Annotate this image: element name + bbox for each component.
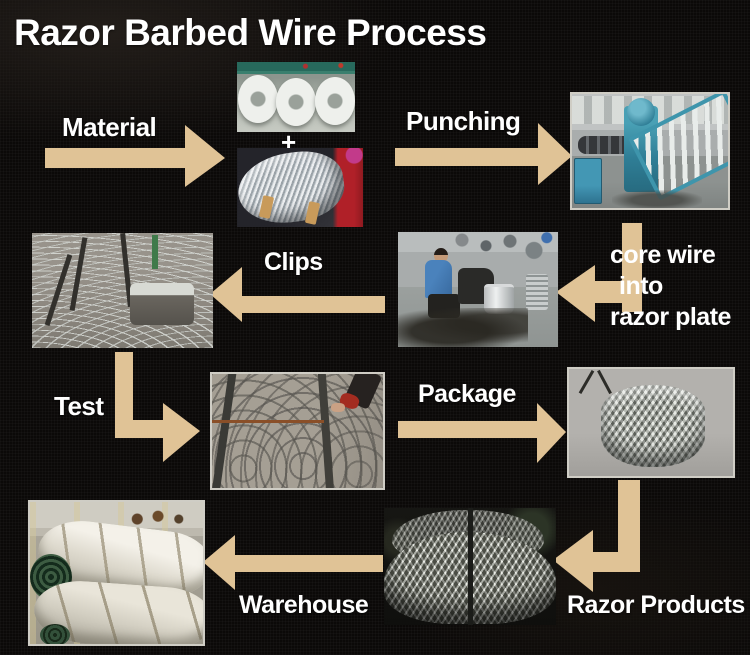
package-right-arrow-icon	[398, 403, 566, 463]
warehouse-left-arrow-icon	[203, 535, 383, 590]
core-wire-caption: core wire into razor plate	[610, 240, 731, 333]
core-wire-line: into	[619, 272, 663, 300]
test-elbow-arrow-icon	[115, 352, 200, 462]
arrow-shape	[210, 267, 385, 322]
warehouse-label: Warehouse	[239, 591, 369, 619]
arrow-shape	[115, 352, 200, 462]
photo-punching-machine	[570, 92, 730, 210]
arrow-shape	[395, 123, 572, 185]
package-label: Package	[418, 380, 516, 408]
material-right-arrow-icon	[45, 125, 225, 187]
worker-hand-shape	[331, 403, 345, 412]
razor-coil-shape	[601, 385, 705, 467]
punching-right-arrow-icon	[395, 123, 572, 185]
coil-strap-shape	[468, 508, 473, 625]
material-label: Material	[62, 112, 157, 142]
steel-coil-shape	[238, 75, 278, 123]
arrow-shape	[553, 480, 640, 592]
arrow-shape	[45, 125, 225, 187]
photo-steel-strip-coils	[237, 62, 355, 132]
mesh-machine-shape	[130, 283, 194, 325]
worker-head-shape	[434, 248, 448, 263]
floor-stain-shape	[398, 308, 528, 347]
core-wire-elbow-arrow-icon	[556, 223, 642, 322]
machine-cabinet-shape	[574, 158, 602, 204]
core-wire-line: razor plate	[610, 303, 731, 331]
punching-label: Punching	[406, 106, 521, 136]
wire-coil-shape	[237, 148, 349, 227]
clips-label: Clips	[264, 248, 323, 276]
floor-stain-shape	[612, 190, 702, 208]
arrow-shape	[398, 403, 566, 463]
photo-packaged-razor-coil	[567, 367, 735, 478]
products-elbow-arrow-icon	[553, 480, 640, 592]
photo-razor-mesh-machine	[32, 233, 213, 348]
tripod-leg-shape	[597, 369, 612, 395]
razor-products-label: Razor Products	[567, 591, 745, 619]
worker-shirt-shape	[425, 260, 452, 298]
photo-warehouse-wrapped-rolls	[28, 500, 205, 646]
core-wire-line: core wire	[610, 241, 716, 269]
tripod-leg-shape	[578, 369, 595, 395]
clips-left-arrow-icon	[210, 267, 385, 322]
green-pole-shape	[152, 235, 158, 269]
photo-clips-assembly-worker	[398, 232, 558, 347]
steel-coil-shape	[276, 78, 316, 126]
steel-coil-shape	[315, 77, 355, 125]
test-label: Test	[54, 391, 104, 421]
photo-razor-wire-products	[384, 508, 556, 625]
roll-coil-end-shape	[40, 624, 70, 644]
photo-razor-wire-test	[210, 372, 385, 490]
photo-galvanized-wire-coil	[237, 148, 363, 227]
rust-wire-shape	[212, 420, 324, 423]
punch-machine-wheel-shape	[627, 98, 655, 126]
arrow-shape	[556, 223, 642, 322]
arrow-shape	[203, 535, 383, 590]
wire-bin-shape	[526, 274, 548, 310]
page-title: Razor Barbed Wire Process	[14, 12, 487, 53]
